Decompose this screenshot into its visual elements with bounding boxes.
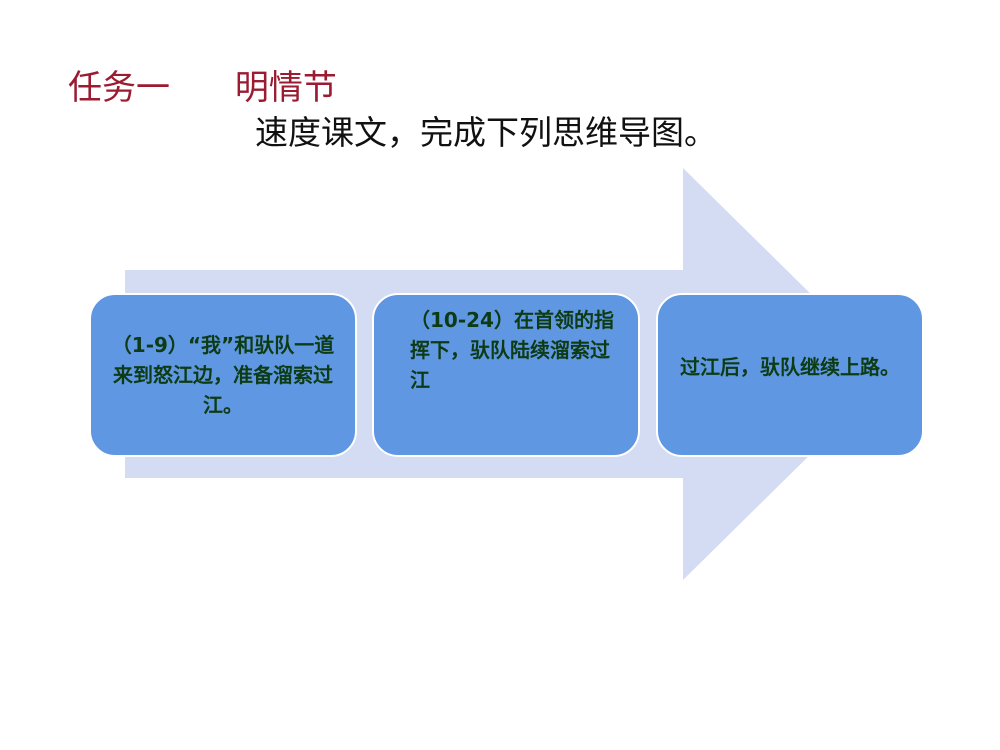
step-text: （1-9）“我”和驮队一道来到怒江边，准备溜索过江。 xyxy=(111,333,335,417)
task-label: 任务一 xyxy=(68,68,170,108)
step-box-1: （1-9）“我”和驮队一道来到怒江边，准备溜索过江。 xyxy=(89,293,357,457)
step-box-3: 过江后，驮队继续上路。 xyxy=(656,293,924,457)
step-text: 过江后，驮队继续上路。 xyxy=(680,355,900,379)
step-box-2: （10-24）在首领的指挥下，驮队陆续溜索过江 xyxy=(372,293,640,457)
step-text: （10-24）在首领的指挥下，驮队陆续溜索过江 xyxy=(410,308,614,392)
topic-label: 明情节 xyxy=(234,68,337,108)
instruction: 速度课文，完成下列思维导图。 xyxy=(255,113,717,152)
slide-title: 任务一 明情节 xyxy=(68,60,337,109)
